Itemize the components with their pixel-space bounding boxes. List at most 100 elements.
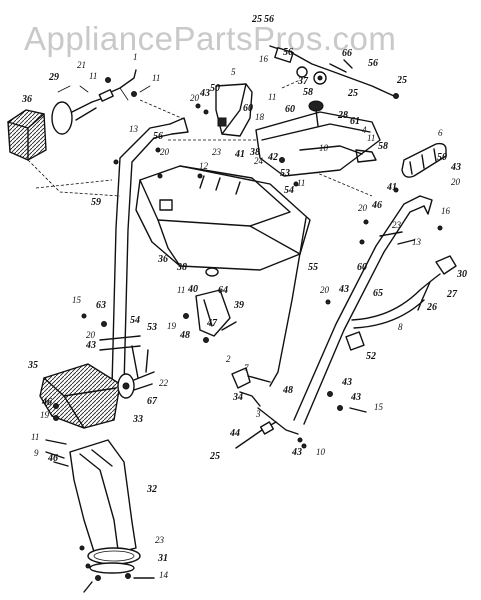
callout-label: 11 <box>367 133 375 143</box>
callout-label: 23 <box>392 220 402 230</box>
callout-label: 67 <box>147 396 158 407</box>
callout-label: 36 <box>21 94 32 105</box>
callout-label: 44 <box>229 428 240 439</box>
callout-label: 56 <box>153 131 163 142</box>
callout-label: 46 <box>41 397 52 408</box>
callout-label: 10 <box>319 143 329 153</box>
callout-label: 36 <box>157 254 168 265</box>
callout-label: 19 <box>167 321 177 331</box>
callout-label: 60 <box>243 103 253 114</box>
right-handle <box>293 195 433 425</box>
callout-label: 11 <box>89 71 97 81</box>
callout-label: 53 <box>280 168 290 179</box>
callout-label: 20 <box>358 203 368 213</box>
callout-label: 25 <box>347 88 358 99</box>
callout-label: 26 <box>426 302 437 313</box>
callout-label: 46 <box>47 453 58 464</box>
chute-deflector <box>39 363 121 429</box>
callout-label: 7 <box>244 363 249 373</box>
callout-label: 56 <box>264 14 274 25</box>
callout-label: 18 <box>255 112 265 122</box>
callout-label: 46 <box>371 200 382 211</box>
right-grip <box>401 142 447 178</box>
callout-label: 37 <box>297 76 309 87</box>
headlight-assembly <box>7 85 113 161</box>
callout-label: 20 <box>160 147 170 157</box>
callout-label: 63 <box>96 300 106 311</box>
callout-label: 56 <box>368 58 378 69</box>
callout-label: 33 <box>132 414 143 425</box>
callout-label: 50 <box>210 83 220 94</box>
callout-label: 43 <box>85 340 96 351</box>
callout-label: 13 <box>129 124 139 134</box>
callout-label: 20 <box>451 177 461 187</box>
callout-label: 15 <box>374 402 384 412</box>
callout-label: 64 <box>218 285 228 296</box>
callout-label: 60 <box>285 104 295 115</box>
bracket-plate <box>255 100 381 187</box>
callout-label: 65 <box>373 288 383 299</box>
callout-label: 20 <box>86 330 96 340</box>
callout-label: 12 <box>199 161 209 171</box>
callout-label: 43 <box>338 284 349 295</box>
callout-label: 58 <box>303 87 313 98</box>
callout-label: 41 <box>234 149 245 160</box>
callout-label: 42 <box>267 152 278 163</box>
callout-label: 35 <box>27 360 38 371</box>
callout-label: 48 <box>282 385 293 396</box>
callout-label: 43 <box>291 447 302 458</box>
callout-label: 29 <box>48 72 59 83</box>
callout-label: 34 <box>232 392 243 403</box>
callout-label: 11 <box>297 178 305 188</box>
callout-label: 56 <box>283 47 293 58</box>
callout-label: 48 <box>179 330 190 341</box>
callout-label: 54 <box>284 185 294 196</box>
callout-label: 11 <box>31 432 39 442</box>
callout-label: 25 <box>209 451 220 462</box>
callout-label: 11 <box>268 92 276 102</box>
callout-label: 15 <box>72 295 82 305</box>
callout-label: 41 <box>386 182 397 193</box>
left-handle <box>99 117 189 387</box>
lower-linkage <box>231 367 307 449</box>
callout-label: 43 <box>341 377 352 388</box>
discharge-chute <box>69 439 141 574</box>
callout-label: 11 <box>177 285 185 295</box>
callout-label: 50 <box>437 152 447 163</box>
callout-label: 19 <box>40 410 50 420</box>
leader-lines <box>27 79 373 197</box>
callout-label: 20 <box>190 93 200 103</box>
callout-label: 66 <box>342 48 352 59</box>
callout-label: 55 <box>308 262 318 273</box>
wiring-harness <box>98 69 151 102</box>
callout-label: 4 <box>362 125 367 135</box>
callout-label: 31 <box>157 553 168 564</box>
control-bracket <box>183 289 237 343</box>
callout-label: 39 <box>233 300 244 311</box>
callout-label: 38 <box>249 147 260 158</box>
misc-fasteners <box>81 77 443 327</box>
callout-label: 27 <box>446 289 458 300</box>
callout-label: 47 <box>206 318 218 329</box>
callout-label: 13 <box>412 237 422 247</box>
callout-label: 23 <box>155 535 165 545</box>
callout-label: 30 <box>456 269 467 280</box>
callout-label: 59 <box>91 197 101 208</box>
callout-label: 25 <box>251 14 262 25</box>
callout-label: 10 <box>316 447 326 457</box>
callout-label: 21 <box>77 60 86 70</box>
callout-label: 6 <box>438 128 443 138</box>
control-panel <box>215 83 253 137</box>
chute-hardware <box>45 403 155 593</box>
callout-label: 16 <box>441 206 451 216</box>
callout-label: 5 <box>231 67 236 77</box>
watermark-text: AppliancePartsPros.com <box>24 20 396 57</box>
callout-label: 23 <box>212 147 222 157</box>
callout-label: 58 <box>378 141 388 152</box>
callout-label: 25 <box>396 75 407 86</box>
callout-label: 54 <box>130 315 140 326</box>
callout-label: 14 <box>159 570 169 580</box>
callout-label: 32 <box>146 484 157 495</box>
